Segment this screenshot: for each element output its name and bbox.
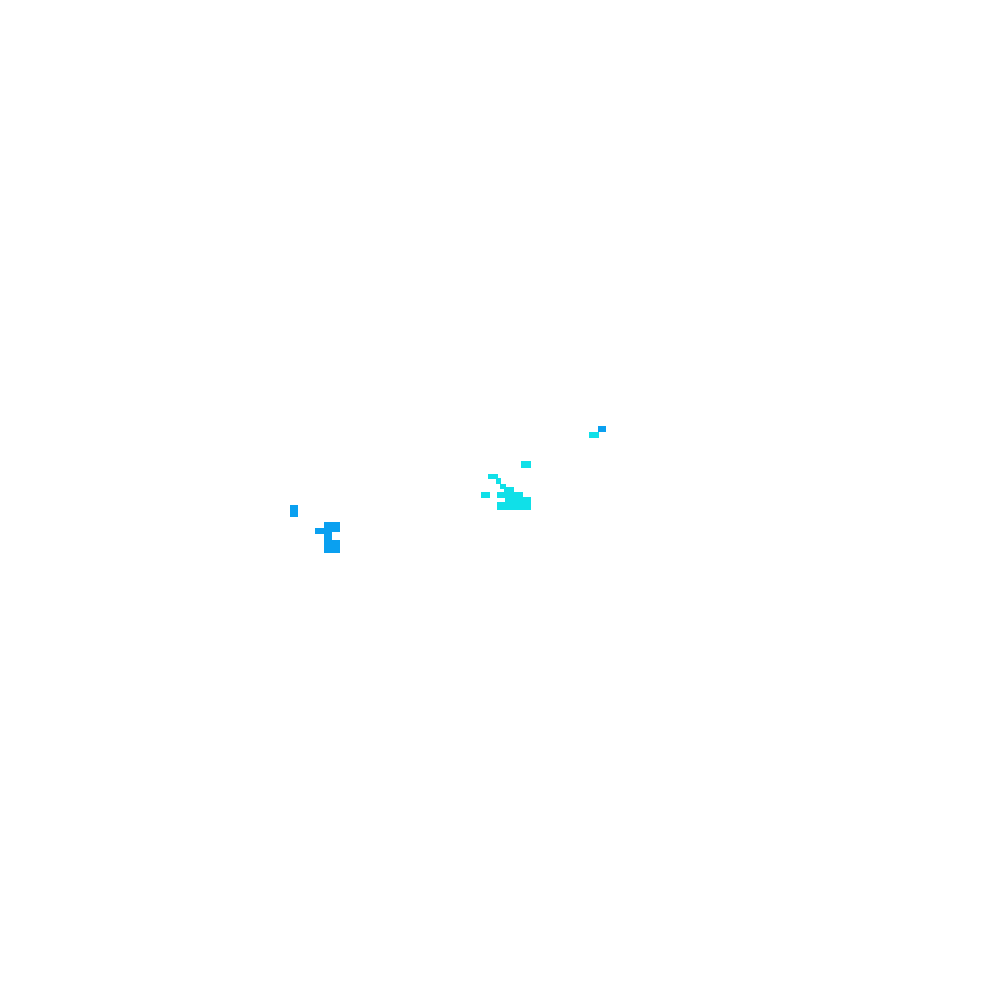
cyan-pixel: [589, 432, 599, 438]
cyan-pixel: [496, 478, 501, 484]
blue-pixel: [324, 522, 340, 532]
cyan-pixel: [500, 484, 506, 489]
cyan-pixel: [504, 487, 514, 493]
cyan-pixel: [497, 492, 523, 498]
cyan-pixel: [497, 502, 531, 510]
blue-pixel: [324, 532, 332, 540]
blue-pixel: [324, 540, 340, 553]
cyan-pixel: [481, 492, 490, 498]
blue-pixel: [290, 505, 298, 517]
cyan-pixel: [488, 474, 498, 479]
blue-pixel: [598, 426, 606, 432]
cyan-pixel: [521, 461, 531, 468]
cyan-pixel: [505, 497, 531, 503]
blue-pixel: [315, 528, 327, 534]
